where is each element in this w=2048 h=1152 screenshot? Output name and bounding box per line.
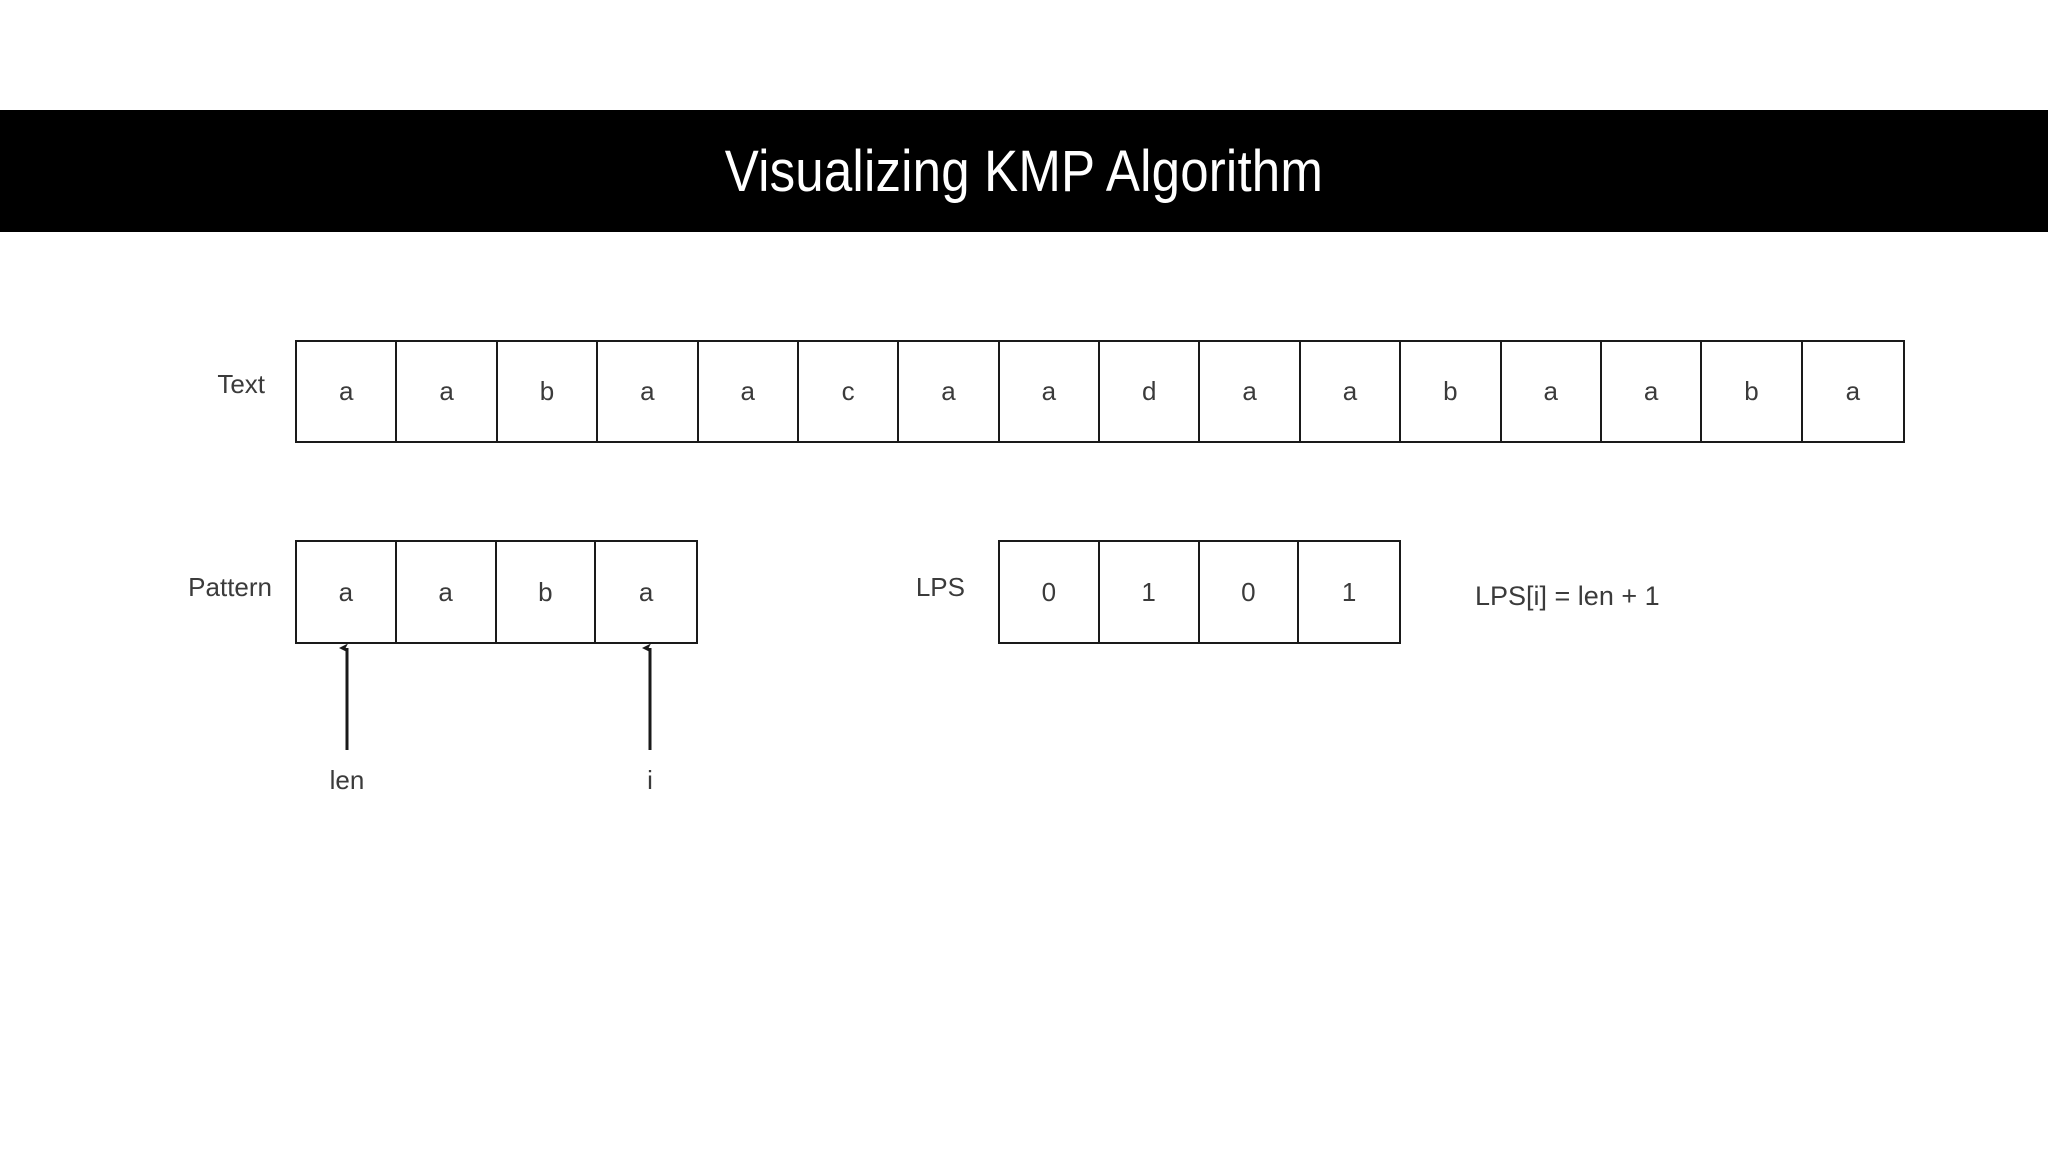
pattern-cell: a bbox=[297, 542, 397, 642]
text-cell: a bbox=[1300, 342, 1402, 441]
text-cell: c bbox=[798, 342, 900, 441]
title-banner: Visualizing KMP Algorithm bbox=[0, 110, 2048, 232]
text-cell: b bbox=[497, 342, 599, 441]
text-cell: a bbox=[397, 342, 498, 441]
text-cell: a bbox=[999, 342, 1100, 441]
text-cell: a bbox=[899, 342, 1000, 441]
text-row-label: Text bbox=[217, 369, 265, 399]
pattern-row-label: Pattern bbox=[188, 572, 272, 602]
lps-formula: LPS[i] = len + 1 bbox=[1475, 581, 1660, 611]
page-title: Visualizing KMP Algorithm bbox=[724, 138, 1324, 204]
lps-cell: 1 bbox=[1099, 542, 1200, 642]
text-cell: a bbox=[698, 342, 799, 441]
text-cell: b bbox=[1702, 342, 1803, 441]
pointer-label-i: i bbox=[647, 765, 653, 795]
pattern-cell: b bbox=[496, 542, 597, 642]
lps-cell: 0 bbox=[1199, 542, 1300, 642]
text-cell: a bbox=[598, 342, 699, 441]
pattern-cell: a bbox=[596, 542, 696, 642]
lps-cell: 0 bbox=[1000, 542, 1100, 642]
text-cell: a bbox=[1501, 342, 1602, 441]
text-cell: a bbox=[297, 342, 398, 441]
pattern-cell: a bbox=[396, 542, 497, 642]
text-cell: a bbox=[1601, 342, 1703, 441]
text-cell: d bbox=[1100, 342, 1201, 441]
text-cell: a bbox=[1802, 342, 1903, 441]
pointer-label-len: len bbox=[329, 765, 365, 795]
text-cell: a bbox=[1200, 342, 1301, 441]
lps-cell: 1 bbox=[1299, 542, 1399, 642]
lps-row-label: LPS bbox=[915, 572, 965, 602]
text-cell: b bbox=[1401, 342, 1502, 441]
